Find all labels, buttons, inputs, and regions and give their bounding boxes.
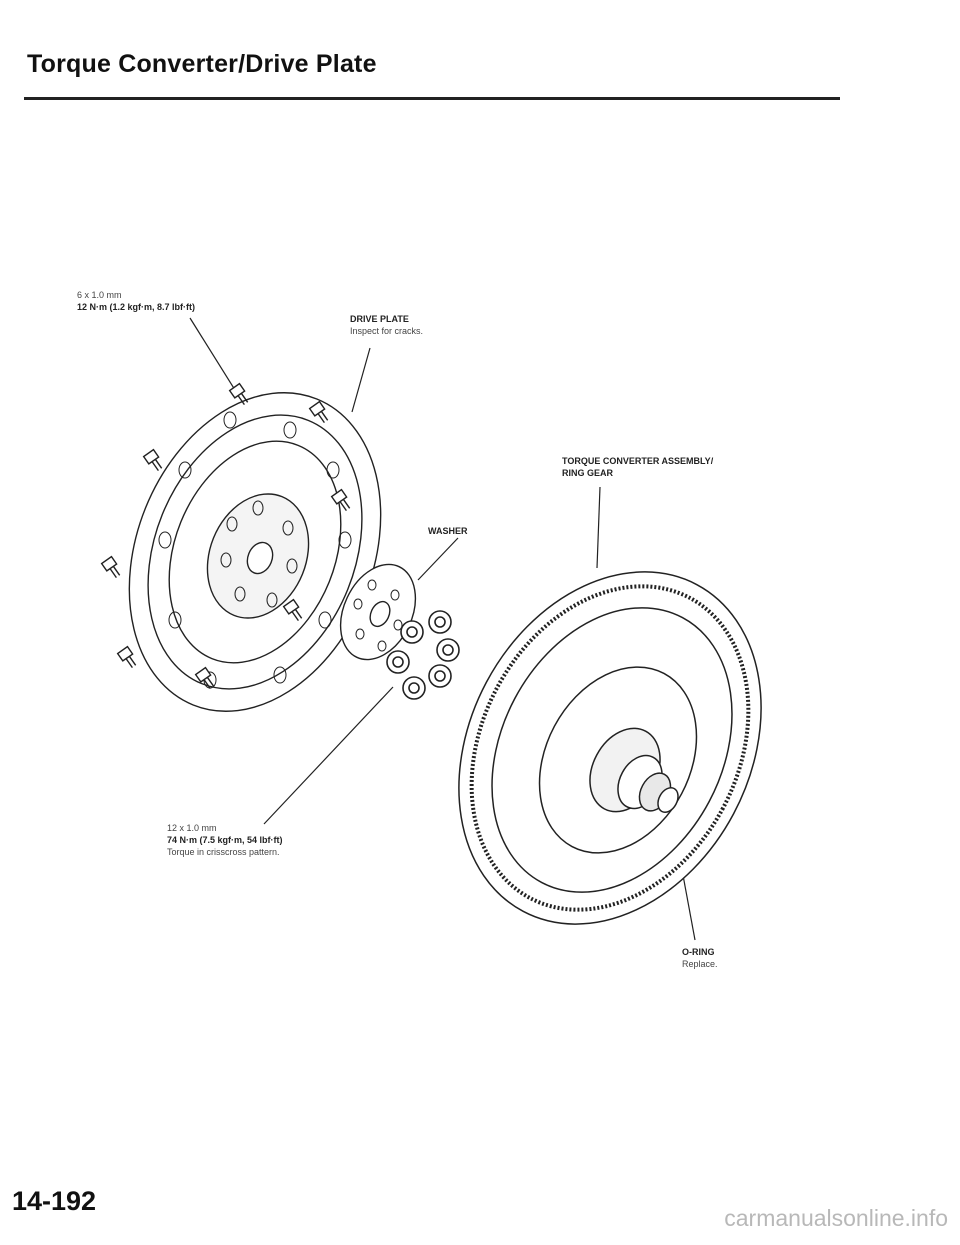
o-ring-note: Replace.: [682, 959, 718, 969]
converter-line2: RING GEAR: [562, 468, 614, 478]
drive-plate: [128, 392, 382, 712]
converter-bolts: [386, 610, 460, 700]
page-number: 14-192: [12, 1186, 97, 1216]
torque-converter: [458, 571, 762, 925]
o-ring-name: O-RING: [682, 947, 715, 957]
washer: [339, 563, 417, 661]
bolt-large-note: Torque in crisscross pattern.: [167, 847, 280, 857]
bolt-small-size: 6 x 1.0 mm: [77, 290, 122, 300]
drive-plate-bolts: [100, 382, 351, 690]
drive-plate-name: DRIVE PLATE: [350, 314, 409, 324]
bolt-small-torque: 12 N·m (1.2 kgf·m, 8.7 lbf·ft): [77, 302, 196, 312]
washer-name: WASHER: [428, 526, 468, 536]
label-washer: WASHER: [428, 525, 468, 537]
bolt-large-torque: 74 N·m (7.5 kgf·m, 54 lbf·ft): [167, 835, 283, 845]
bolt-large-size: 12 x 1.0 mm: [167, 823, 217, 833]
converter-line1: TORQUE CONVERTER ASSEMBLY/: [562, 456, 714, 466]
drive-plate-note: Inspect for cracks.: [350, 326, 424, 336]
label-drive-plate-bolts: 6 x 1.0 mm 12 N·m (1.2 kgf·m, 8.7 lbf·ft…: [77, 289, 195, 313]
label-converter-bolts: 12 x 1.0 mm 74 N·m (7.5 kgf·m, 54 lbf·ft…: [167, 822, 283, 858]
watermark: carmanualsonline.info: [724, 1205, 948, 1231]
label-o-ring: O-RING Replace.: [682, 946, 718, 970]
page-title: Torque Converter/Drive Plate: [27, 50, 377, 78]
title-divider: [24, 97, 840, 100]
label-torque-converter: TORQUE CONVERTER ASSEMBLY/ RING GEAR: [562, 455, 713, 479]
label-drive-plate: DRIVE PLATE Inspect for cracks.: [350, 313, 423, 337]
